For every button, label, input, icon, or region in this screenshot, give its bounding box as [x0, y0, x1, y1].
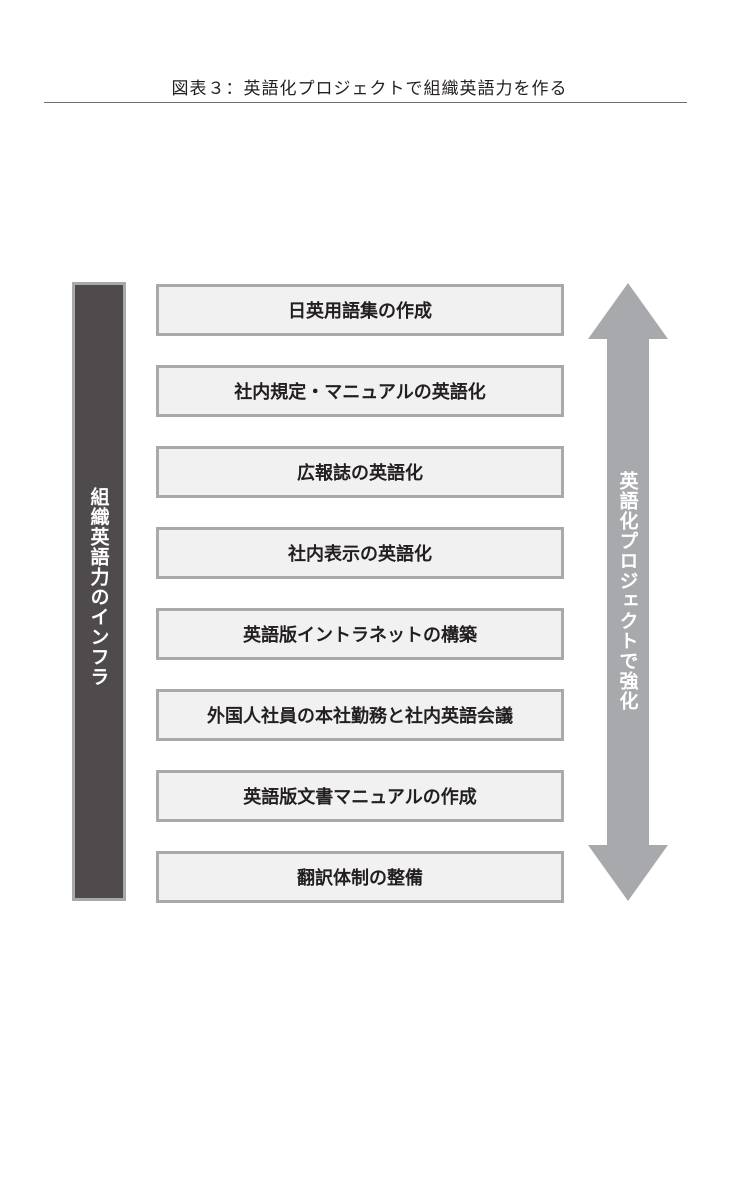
item-glossary: 日英用語集の作成	[156, 284, 564, 336]
figure-title: 図表３：英語化プロジェクトで組織英語力を作る	[171, 79, 568, 99]
item-foreign-staff: 外国人社員の本社勤務と社内英語会議	[156, 689, 564, 741]
item-intranet: 英語版イントラネットの構築	[156, 608, 564, 660]
infrastructure-bar: 組織英語力のインフラ	[72, 282, 126, 901]
item-translation: 翻訳体制の整備	[156, 851, 564, 903]
double-arrow: 英語化プロジェクトで強化	[588, 283, 668, 901]
title-rule	[44, 102, 687, 103]
item-documents: 英語版文書マニュアルの作成	[156, 770, 564, 822]
item-newsletter: 広報誌の英語化	[156, 446, 564, 498]
infrastructure-label: 組織英語力のインフラ	[87, 487, 110, 687]
item-regulations: 社内規定・マニュアルの英語化	[156, 365, 564, 417]
double-arrow-shape	[588, 283, 668, 901]
item-signage: 社内表示の英語化	[156, 527, 564, 579]
reinforcement-label: 英語化プロジェクトで強化	[616, 471, 639, 711]
